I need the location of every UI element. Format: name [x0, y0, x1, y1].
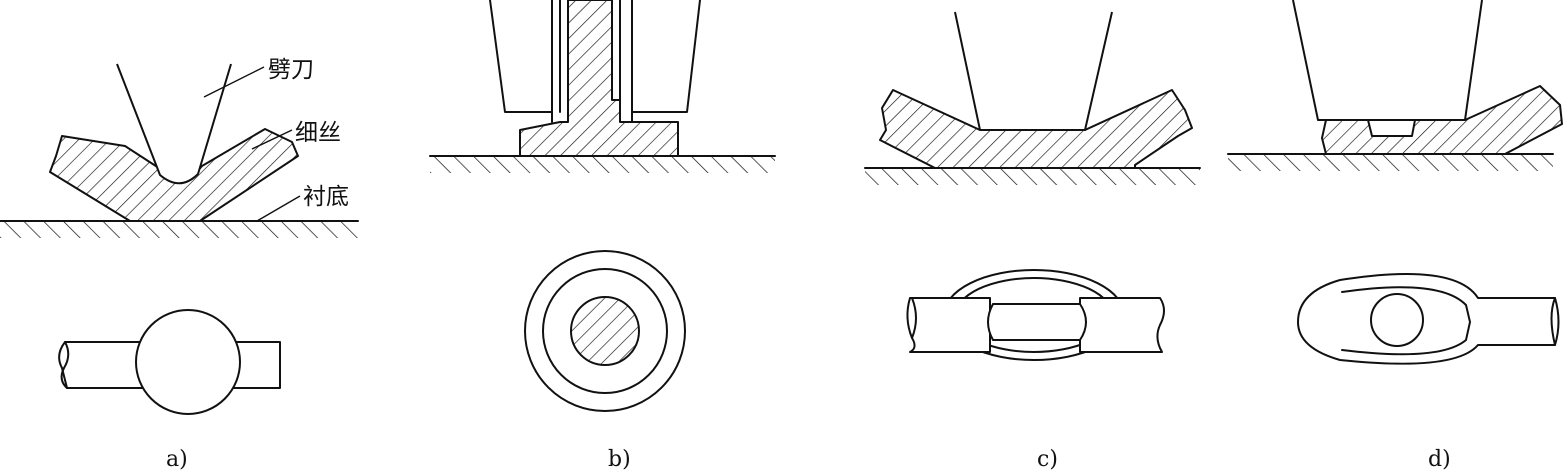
blade-a: [116, 63, 232, 185]
bottom-view-b: [524, 250, 686, 412]
caption-a: a): [166, 447, 188, 472]
bottom-view-d: [1297, 273, 1560, 365]
panel-b: b): [429, 0, 776, 472]
wire-c: [879, 89, 1193, 169]
substrate-b: [429, 155, 776, 173]
panel-d: d): [1227, 0, 1563, 472]
capillary-b-right: [631, 0, 701, 113]
caption-d: d): [1428, 447, 1451, 472]
label-wire: 细丝: [295, 120, 341, 146]
caption-c: c): [1037, 447, 1058, 472]
bottom-view-a: [58, 309, 281, 415]
bottom-view-c: [906, 269, 1165, 361]
blade-d: [1292, 0, 1483, 121]
label-substrate: 衬底: [303, 184, 349, 210]
label-blade: 劈刀: [268, 57, 314, 83]
capillary-b-left: [489, 0, 553, 113]
blade-c: [954, 11, 1113, 131]
substrate-a: [0, 220, 359, 238]
panel-c: c): [864, 11, 1201, 472]
wire-b: [519, 0, 679, 157]
substrate-c: [864, 167, 1201, 185]
caption-b: b): [608, 447, 631, 472]
panel-a: 劈刀 细丝 衬底 a): [0, 57, 359, 472]
substrate-d: [1227, 153, 1554, 171]
